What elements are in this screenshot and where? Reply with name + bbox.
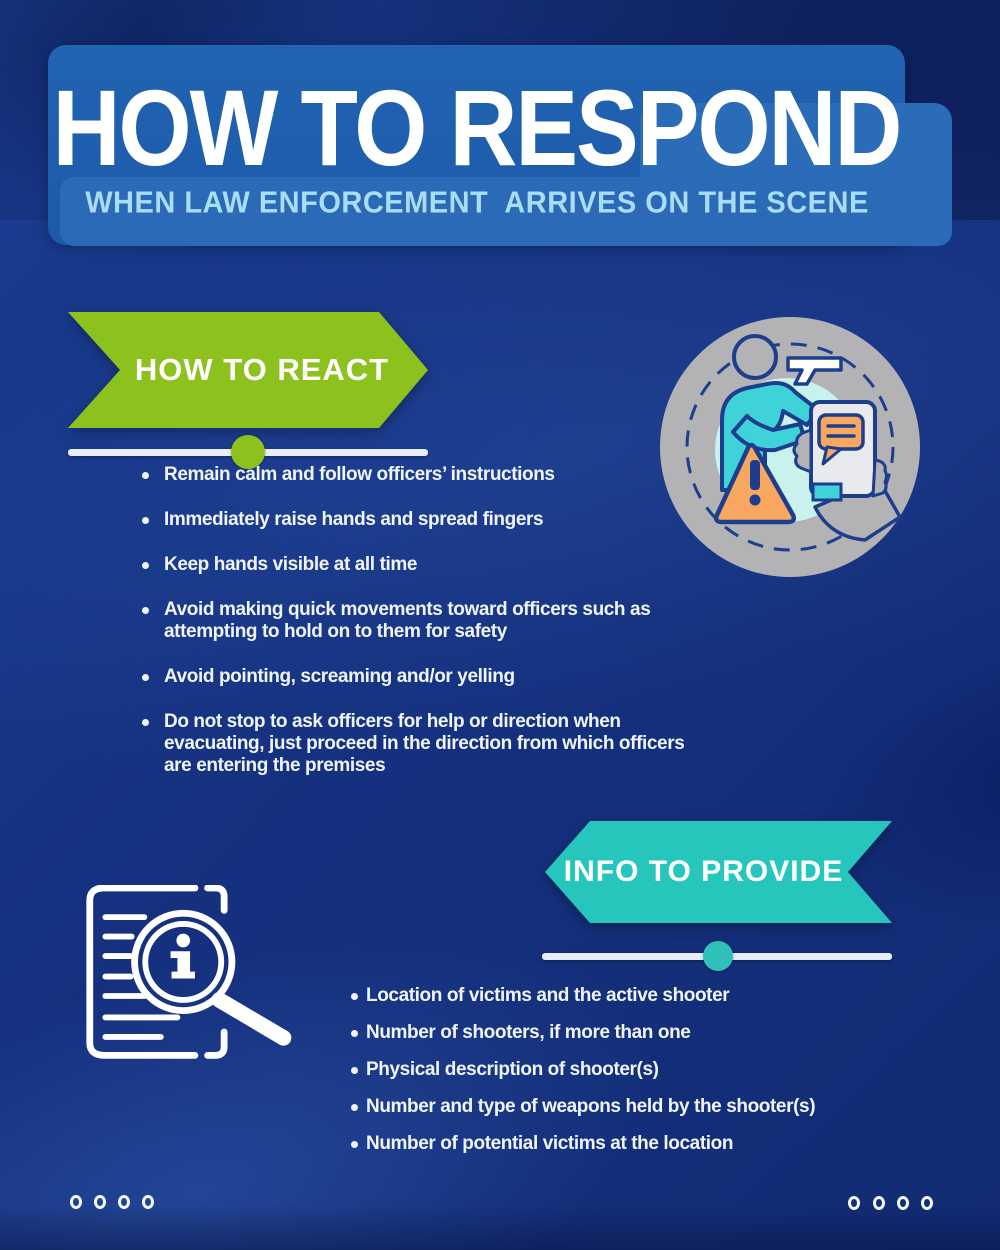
list-item-text: Location of victims and the active shoot… <box>366 985 730 1006</box>
list-item-text: Immediately raise hands and spread finge… <box>164 509 544 530</box>
react-divider-dot <box>231 435 265 469</box>
bullet-dot-icon <box>142 719 149 726</box>
info-divider-dot <box>703 941 733 971</box>
list-item: Avoid making quick movements toward offi… <box>142 599 762 643</box>
list-item: Keep hands visible at all time <box>142 554 762 576</box>
footer-ring-icon <box>873 1196 885 1210</box>
info-banner-shape <box>545 821 892 923</box>
bullet-dot-icon <box>142 562 149 569</box>
list-item: Physical description of shooter(s) <box>351 1059 911 1081</box>
footer-ring-icon <box>94 1195 106 1209</box>
bullet-dot-icon <box>351 1067 358 1074</box>
list-item: Number of shooters, if more than one <box>351 1022 911 1044</box>
list-item-text: Physical description of shooter(s) <box>366 1059 659 1080</box>
bullet-dot-icon <box>142 517 149 524</box>
list-item-text: Number and type of weapons held by the s… <box>366 1096 816 1117</box>
footer-ring-icon <box>142 1195 154 1209</box>
list-item: Remain calm and follow officers’ instruc… <box>142 464 762 486</box>
list-item: Number of potential victims at the locat… <box>351 1133 911 1155</box>
document-info-magnifier-icon <box>86 885 292 1059</box>
list-item-text: Keep hands visible at all time <box>164 554 418 575</box>
bullet-dot-icon <box>351 993 358 1000</box>
list-item-text: Do not stop to ask officers for help or … <box>164 711 685 776</box>
list-item-text: Avoid making quick movements toward offi… <box>164 599 651 642</box>
bullet-dot-icon <box>142 674 149 681</box>
list-item-text: Remain calm and follow officers’ instruc… <box>164 464 555 485</box>
info-banner-label: INFO TO PROVIDE <box>563 855 844 888</box>
bullet-dot-icon <box>351 1104 358 1111</box>
page-title: HOW TO RESPOND <box>52 67 903 189</box>
info-list: Location of victims and the active shoot… <box>351 985 911 1170</box>
list-item: Avoid pointing, screaming and/or yelling <box>142 666 762 688</box>
list-item: Location of victims and the active shoot… <box>351 985 911 1007</box>
list-item-text: Number of potential victims at the locat… <box>366 1133 734 1154</box>
list-item: Do not stop to ask officers for help or … <box>142 711 762 777</box>
react-list: Remain calm and follow officers’ instruc… <box>142 464 762 800</box>
list-item: Number and type of weapons held by the s… <box>351 1096 911 1118</box>
react-banner-label: HOW TO REACT <box>134 352 390 387</box>
bullet-dot-icon <box>351 1030 358 1037</box>
page-subtitle: WHEN LAW ENFORCEMENT ARRIVES ON THE SCEN… <box>85 186 869 220</box>
header-banner-subtitle-strip <box>60 177 952 246</box>
footer-ring-icon <box>897 1196 909 1210</box>
background-bottom-shade <box>0 1204 1000 1250</box>
footer-ring-icon <box>118 1195 130 1209</box>
list-item: Immediately raise hands and spread finge… <box>142 509 762 531</box>
footer-ring-icon <box>70 1195 82 1209</box>
active-shooter-scene-icon <box>660 317 920 577</box>
footer-ring-icon <box>848 1196 860 1210</box>
react-banner-shape <box>68 312 428 428</box>
list-item-text: Avoid pointing, screaming and/or yelling <box>164 666 515 687</box>
bullet-dot-icon <box>351 1141 358 1148</box>
footer-ring-icon <box>921 1196 933 1210</box>
list-item-text: Number of shooters, if more than one <box>366 1022 691 1043</box>
bullet-dot-icon <box>142 472 149 479</box>
bullet-dot-icon <box>142 607 149 614</box>
